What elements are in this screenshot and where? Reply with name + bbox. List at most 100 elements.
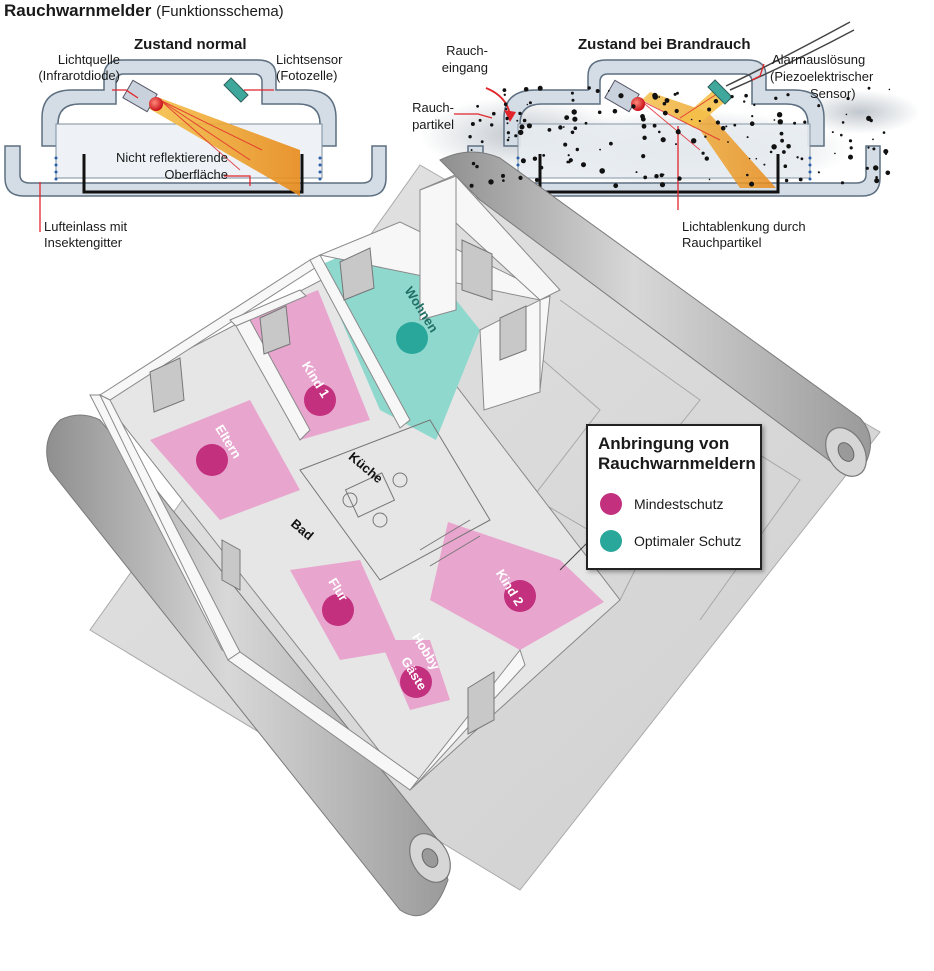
smoke-particle — [568, 158, 573, 163]
label-lichtablenkung-sub: Rauchpartikel — [682, 235, 762, 250]
smoke-particle — [730, 95, 734, 99]
legend-swatch-mindestschutz — [600, 493, 622, 515]
smoke-particle — [520, 158, 526, 164]
smoke-particle — [570, 91, 574, 95]
house-model — [89, 174, 621, 791]
smoke-particle — [503, 102, 508, 107]
smoke-particle — [662, 101, 667, 106]
smoke-particle — [506, 138, 510, 142]
smoke-particle — [526, 123, 533, 129]
detector-dot-eltern — [196, 444, 228, 476]
smoke-particle — [708, 178, 711, 181]
smoke-particle — [539, 165, 544, 170]
smoke-particle — [567, 154, 570, 157]
smoke-particle — [849, 146, 853, 150]
smoke-particle — [782, 150, 786, 154]
smoke-particle — [784, 178, 789, 183]
smoke-particle — [490, 123, 494, 127]
smoke-particle — [720, 125, 726, 131]
smoke-particle — [771, 144, 777, 150]
smoke-particle — [501, 173, 505, 178]
smoke-particle — [658, 130, 661, 134]
smoke-particle — [584, 121, 588, 125]
label-oberflaeche: Oberfläche — [164, 167, 228, 182]
smoke-particle — [641, 154, 646, 159]
smoke-particle — [796, 156, 799, 159]
smoke-particle — [884, 152, 888, 155]
smoke-particle — [885, 170, 891, 176]
detector-dot-kind1 — [304, 384, 336, 416]
smoke-particle — [652, 92, 658, 99]
smoke-particle — [475, 164, 479, 169]
detector-smoke — [420, 21, 920, 210]
label-rauch-eingang-sub: eingang — [441, 60, 488, 75]
smoke-particle — [572, 116, 578, 122]
smoke-particle — [872, 138, 874, 141]
smoke-particle — [542, 154, 546, 157]
smoke-particle — [701, 151, 705, 155]
legend-swatch-optimaler-schutz — [600, 530, 622, 552]
smoke-particle — [817, 171, 821, 174]
smoke-particle — [875, 176, 878, 179]
smoke-particle — [635, 171, 638, 174]
smoke-particle — [675, 143, 677, 146]
smoke-particle — [793, 121, 797, 125]
smoke-particle — [571, 109, 577, 115]
smoke-particle — [780, 138, 784, 143]
smoke-particle — [537, 85, 543, 91]
smoke-particle — [817, 104, 821, 108]
label-rauchpartikel: Rauch- — [412, 100, 454, 115]
label-piezo: (Piezoelektrischer — [770, 69, 874, 84]
page-title: Rauchwarnmelder (Funktionsschema) — [4, 1, 284, 20]
label-rauchpartikel-sub: partikel — [412, 117, 454, 132]
smoke-particle — [786, 93, 790, 97]
label-lichtquelle-sub: (Infrarotdiode) — [38, 68, 120, 83]
smoke-particle — [743, 100, 746, 103]
smoke-particle — [779, 131, 784, 136]
smoke-particle — [872, 147, 876, 151]
detector-normal — [4, 59, 387, 232]
smoke-particle — [803, 120, 807, 124]
smoke-particle — [783, 164, 788, 168]
smoke-particle — [865, 166, 869, 170]
smoke-particle — [786, 144, 791, 149]
smoke-particle — [547, 127, 552, 132]
smoke-particle — [523, 87, 529, 92]
smoke-particle — [746, 136, 749, 139]
smoke-particle — [607, 89, 610, 92]
smoke-particle — [595, 89, 600, 93]
smoke-particle — [749, 181, 755, 187]
smoke-particle — [845, 113, 848, 116]
label-insektengitter: Insektengitter — [44, 235, 123, 250]
smoke-particle — [774, 96, 778, 101]
smoke-particle — [763, 163, 766, 166]
smoke-particle — [502, 179, 505, 182]
smoke-particle — [618, 93, 624, 99]
smoke-particle — [707, 107, 712, 112]
smoke-particle — [676, 130, 681, 135]
smoke-particle — [831, 131, 834, 134]
smoke-particle — [476, 104, 479, 108]
legend-label-optimaler-schutz: Optimaler Schutz — [634, 533, 742, 549]
smoke-particle — [698, 119, 701, 123]
smoke-particle — [691, 138, 697, 144]
smoke-particle — [599, 148, 601, 151]
smoke-particle — [516, 119, 519, 122]
smoke-particle — [643, 175, 648, 180]
smoke-particle — [532, 156, 538, 161]
smoke-particle — [514, 134, 518, 138]
smoke-particle — [597, 110, 602, 115]
smoke-particle — [749, 121, 755, 126]
label-lufteinlass: Lufteinlass mit — [44, 219, 128, 234]
smoke-particle — [480, 140, 484, 144]
smoke-particle — [776, 112, 783, 118]
smoke-particle — [526, 103, 529, 106]
smoke-particle — [478, 118, 482, 122]
smoke-particle — [690, 118, 693, 121]
smoke-particle — [470, 122, 475, 126]
smoke-particle — [834, 152, 836, 155]
smoke-particle — [888, 88, 891, 91]
smoke-particle — [674, 108, 679, 114]
